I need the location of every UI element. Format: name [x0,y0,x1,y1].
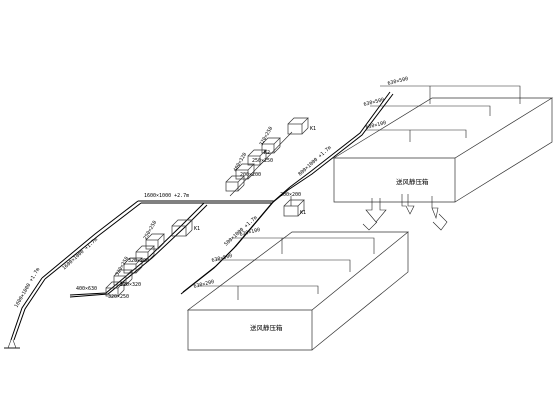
tag-right: K2 [264,150,270,156]
plenum-box-lower [186,231,409,351]
label-main-trunk: 1600×1000 +2.7m [144,193,189,199]
label-unit-b4: 320×320 [120,282,141,288]
label-unit-b1: 250×250 [143,220,159,241]
terminal-units-upper [225,117,309,197]
label-riser-lower: 1600×1000 +1.7m [14,267,42,309]
label-lower-630-1: 630×100 [239,227,261,238]
tag-mid: K1 [300,210,306,216]
label-unit-a4: 200×200 [240,172,261,178]
plenum-label-upper: 送风静压箱 [396,177,429,186]
label-lower-630-2: 630×500 [211,253,233,264]
terminal-unit-mid [283,196,305,217]
tag-upper: K1 [310,126,316,132]
label-lower-630-3: 630×200 [193,279,215,290]
label-upper-630-1: 630×500 [387,76,409,87]
label-unit-b5: 320×250 [108,294,129,300]
label-upper-630-3: 630×100 [365,120,387,131]
terminal-units-lower [105,219,193,297]
duct-labels: 1600×1000 +2.7m 1600×1000 +1.7m 1600×100… [14,76,429,332]
label-junction: 200×200 [280,192,301,198]
label-unit-a3: 250×250 [252,158,273,164]
label-upper-630-2: 630×500 [363,97,385,108]
label-branch-upper: 800×1000 +1.7m [297,145,332,178]
supply-arrows [362,194,448,231]
main-supply-duct [4,91,394,349]
label-riser-upper: 1600×1000 +1.7m [61,237,99,272]
plenum-box-upper [332,85,554,203]
label-unit-b3: 320×200 [128,258,149,264]
tag-lower: K1 [194,226,200,232]
label-lower-main: 400×630 [76,286,97,292]
plenum-label-lower: 送风静压箱 [250,323,283,332]
